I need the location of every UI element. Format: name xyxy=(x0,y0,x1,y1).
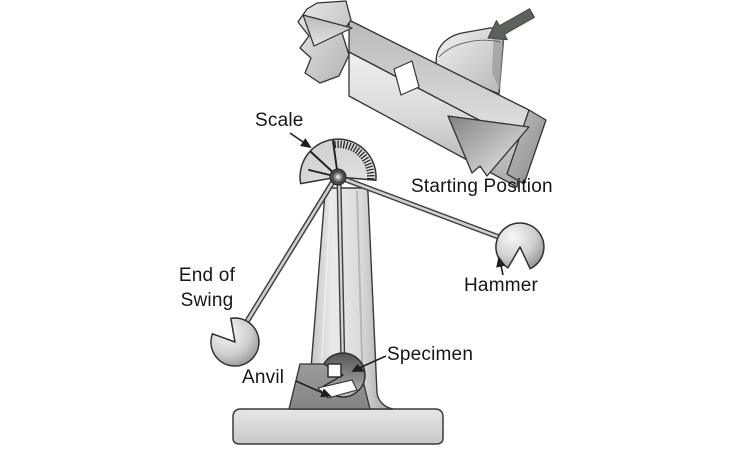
specimen-label: Specimen xyxy=(387,344,474,365)
notch-cut xyxy=(393,60,420,96)
scale-pointer-arrow xyxy=(289,132,312,149)
hammer-end-disc xyxy=(210,317,260,367)
anvil-pointer-arrow xyxy=(295,380,332,398)
starting-position-label: Starting Position xyxy=(411,176,553,197)
pivot-hub xyxy=(329,168,347,186)
pendulum-rod-start xyxy=(343,176,513,245)
hammer-start-disc xyxy=(495,222,545,270)
support-block-left xyxy=(297,0,353,84)
pendulum-rod-end xyxy=(235,178,337,338)
striker-head xyxy=(435,27,504,95)
scale-ticks xyxy=(334,140,375,180)
end-of-swing-line2: Swing xyxy=(180,289,234,311)
machine xyxy=(210,138,545,445)
end-of-swing-label: End of Swing xyxy=(163,264,251,313)
hammer-label: Hammer xyxy=(464,275,539,296)
specimen-inset xyxy=(297,0,547,188)
scale-label: Scale xyxy=(255,110,304,131)
specimen-square xyxy=(327,363,342,378)
force-arrow-icon xyxy=(487,8,535,41)
support-wedge-right xyxy=(447,115,530,177)
hammer-pointer-arrow xyxy=(496,256,506,276)
machine-base xyxy=(232,408,444,445)
anvil-label: Anvil xyxy=(242,367,285,388)
specimen-pointer-arrow xyxy=(351,355,387,372)
end-of-swing-line1: End of xyxy=(178,265,236,286)
pendulum-rod-rest xyxy=(336,178,346,369)
label-arrows xyxy=(289,132,506,398)
